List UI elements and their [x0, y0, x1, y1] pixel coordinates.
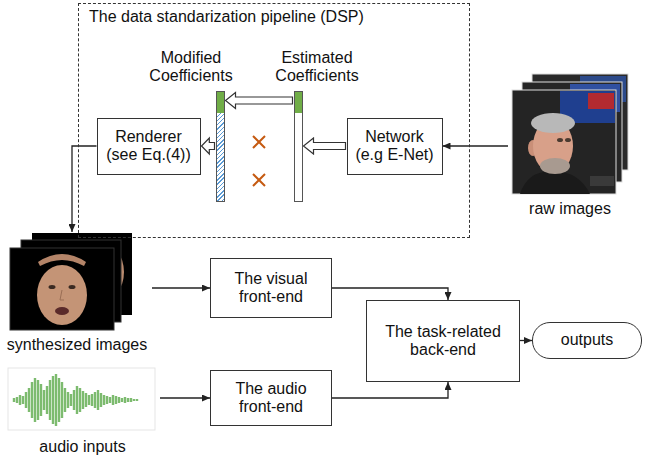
hollow-arrow	[202, 138, 215, 154]
flow-arrow	[160, 397, 210, 398]
hollow-arrow	[226, 93, 293, 109]
node-label: raw images	[529, 200, 611, 218]
node-label: audio inputs	[39, 438, 125, 456]
audio-waveform	[14, 374, 137, 426]
raw-image-stack	[520, 172, 590, 194]
node-label: The visual front-end	[217, 270, 325, 307]
node-label: The data standarization pipeline (DSP)	[89, 8, 459, 26]
process-box: The audio front-end	[210, 370, 332, 426]
raw-image-stack	[531, 113, 575, 133]
node-label: The audio front-end	[217, 380, 325, 417]
raw-image-stack	[512, 74, 628, 194]
coefficient-bar: Modified Coefficients	[216, 91, 225, 202]
node-label: Network (e.g E-Net)	[354, 128, 436, 165]
node-label: The task-related back-end	[373, 323, 513, 360]
image-group: raw images	[508, 70, 632, 220]
flow-arrow	[152, 287, 210, 288]
flow-arrow	[332, 288, 448, 300]
process-box: Network (e.g E-Net)	[347, 118, 443, 175]
flow-arrow	[72, 146, 97, 232]
synthesized-image-stack	[38, 254, 86, 266]
synthesized-image-stack	[69, 285, 76, 289]
process-box: Renderer (see Eq.(4))	[97, 118, 201, 175]
waveform-group: audio inputs	[5, 365, 160, 458]
flow-arrow	[520, 340, 532, 341]
audio-waveform	[8, 368, 155, 430]
synthesized-image-stack	[55, 307, 69, 315]
cross-mark	[253, 174, 265, 186]
raw-image-stack	[512, 90, 616, 194]
audio-waveform	[8, 368, 155, 430]
terminal-pill: outputs	[532, 322, 642, 359]
coefficient-bar: Estimated Coefficients	[294, 91, 303, 202]
node-label: synthesized images	[7, 336, 148, 354]
pipeline-group: The data standarization pipeline (DSP) Mo…	[78, 3, 470, 238]
synthesized-image-stack	[60, 290, 64, 300]
synthesized-image-stack	[49, 285, 56, 289]
process-box: The visual front-end	[210, 258, 332, 318]
process-box: The task-related back-end	[366, 300, 520, 382]
synthesized-image-stack	[10, 233, 132, 330]
synthesized-image-stack	[10, 248, 114, 330]
bar-heading: Estimated Coefficients	[267, 49, 367, 86]
node-label: outputs	[561, 331, 613, 349]
raw-image-stack	[557, 138, 563, 142]
raw-image-stack	[540, 158, 570, 174]
node-label: Renderer (see Eq.(4))	[104, 128, 194, 165]
raw-image-stack	[590, 176, 614, 186]
flow-arrow	[332, 382, 448, 398]
cross-mark	[253, 136, 265, 186]
flow-arrow	[443, 145, 509, 146]
hollow-arrow	[304, 138, 346, 154]
raw-image-stack	[565, 138, 571, 142]
raw-image-stack	[588, 93, 614, 109]
cross-mark	[253, 136, 265, 148]
bar-heading: Modified Coefficients	[141, 49, 241, 86]
image-group: synthesized images	[2, 232, 152, 356]
synthesized-image-stack	[37, 265, 87, 325]
